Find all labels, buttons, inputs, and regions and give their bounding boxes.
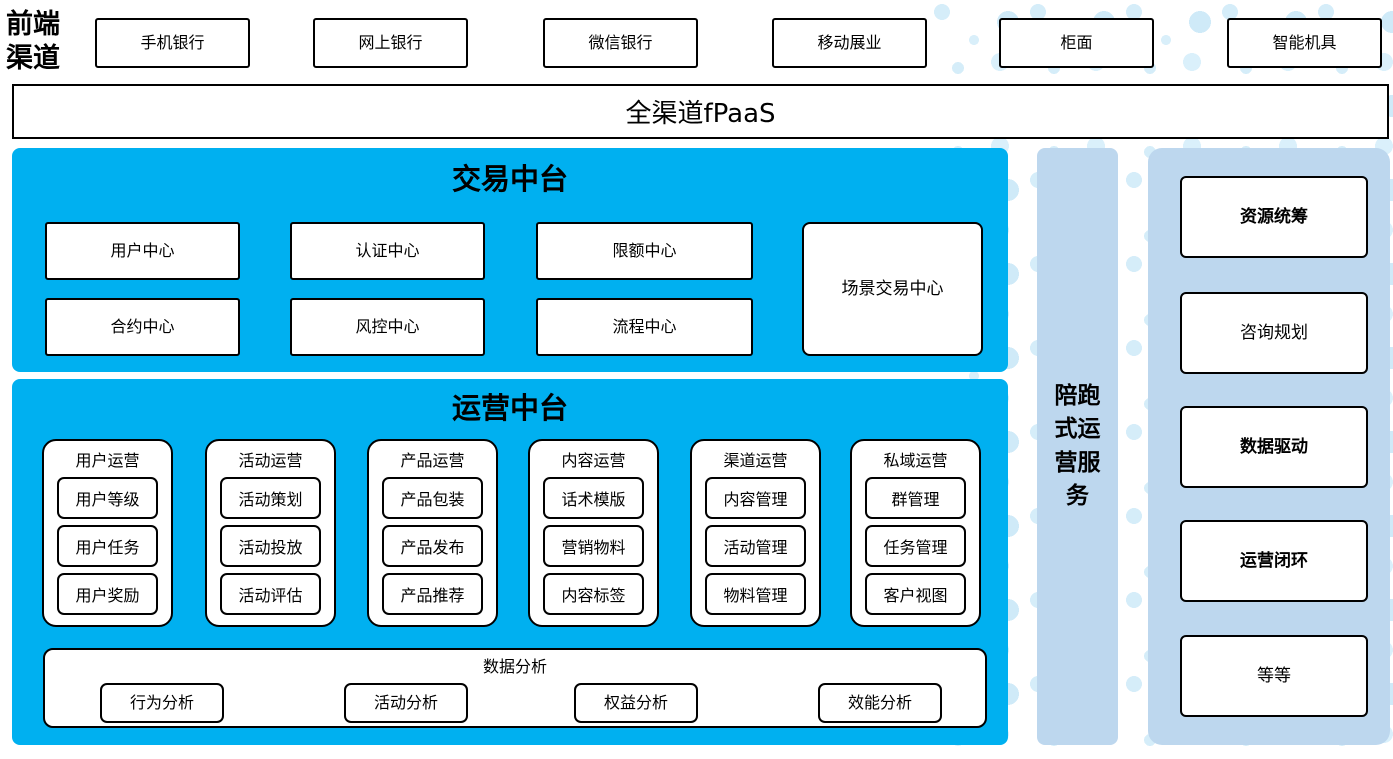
center-box-contract: 合约中心 <box>45 298 240 356</box>
column-item: 用户奖励 <box>57 573 158 615</box>
trade-platform-section: 交易中台 用户中心 认证中心 限额中心 合约中心 风控中心 流程中心 场景交易中… <box>12 148 1008 372</box>
column-item: 活动策划 <box>220 477 321 519</box>
column-header: 内容运营 <box>561 451 626 470</box>
operation-column-user: 用户运营 用户等级 用户任务 用户奖励 <box>42 439 173 627</box>
center-box-process: 流程中心 <box>536 298 753 356</box>
column-item: 活动管理 <box>705 525 806 567</box>
column-item: 话术模版 <box>543 477 644 519</box>
column-header: 活动运营 <box>238 451 303 470</box>
column-header: 私域运营 <box>883 451 948 470</box>
channel-box-online-banking: 网上银行 <box>313 18 468 68</box>
column-item: 物料管理 <box>705 573 806 615</box>
analysis-box-efficiency: 效能分析 <box>818 683 942 723</box>
center-box-user: 用户中心 <box>45 222 240 280</box>
column-item: 内容管理 <box>705 477 806 519</box>
analysis-box-rights: 权益分析 <box>574 683 698 723</box>
column-item: 群管理 <box>865 477 966 519</box>
channel-box-counter: 柜面 <box>999 18 1154 68</box>
analysis-box-activity: 活动分析 <box>344 683 468 723</box>
column-item: 营销物料 <box>543 525 644 567</box>
column-item: 用户任务 <box>57 525 158 567</box>
data-analysis-title: 数据分析 <box>482 657 547 676</box>
column-item: 客户视图 <box>865 573 966 615</box>
data-analysis-panel: 数据分析 行为分析 活动分析 权益分析 效能分析 <box>43 648 987 728</box>
operation-column-private-domain: 私域运营 群管理 任务管理 客户视图 <box>850 439 981 627</box>
column-item: 任务管理 <box>865 525 966 567</box>
column-header: 产品运营 <box>400 451 465 470</box>
column-item: 内容标签 <box>543 573 644 615</box>
channel-box-mobile-business: 移动展业 <box>772 18 927 68</box>
service-box-etc: 等等 <box>1180 635 1368 717</box>
column-item: 用户等级 <box>57 477 158 519</box>
operation-platform-section: 运营中台 用户运营 用户等级 用户任务 用户奖励 活动运营 活动策划 活动投放 … <box>12 379 1008 745</box>
operation-column-product: 产品运营 产品包装 产品发布 产品推荐 <box>367 439 498 627</box>
channel-box-smart-machines: 智能机具 <box>1227 18 1382 68</box>
operation-platform-title: 运营中台 <box>451 391 568 425</box>
analysis-box-behavior: 行为分析 <box>100 683 224 723</box>
column-item: 产品发布 <box>382 525 483 567</box>
channel-box-wechat-banking: 微信银行 <box>543 18 698 68</box>
channel-box-mobile-banking: 手机银行 <box>95 18 250 68</box>
coaching-operation-service-bar: 陪跑式运营服务 <box>1037 148 1118 745</box>
front-channels-label: 前端渠道 <box>6 9 60 74</box>
column-item: 产品推荐 <box>382 573 483 615</box>
service-box-resource-coordination: 资源统筹 <box>1180 176 1368 258</box>
center-box-limit: 限额中心 <box>536 222 753 280</box>
column-item: 活动投放 <box>220 525 321 567</box>
service-box-data-driven: 数据驱动 <box>1180 406 1368 488</box>
column-header: 用户运营 <box>75 451 140 470</box>
operation-column-activity: 活动运营 活动策划 活动投放 活动评估 <box>205 439 336 627</box>
column-item: 活动评估 <box>220 573 321 615</box>
service-box-consulting-planning: 咨询规划 <box>1180 292 1368 374</box>
column-item: 产品包装 <box>382 477 483 519</box>
center-box-risk: 风控中心 <box>290 298 485 356</box>
trade-platform-title: 交易中台 <box>451 162 568 196</box>
service-box-operation-loop: 运营闭环 <box>1180 520 1368 602</box>
service-items-panel: 资源统筹 咨询规划 数据驱动 运营闭环 等等 <box>1148 148 1390 745</box>
coaching-operation-service-label: 陪跑式运营服务 <box>1054 382 1101 509</box>
scenario-trade-center-box: 场景交易中心 <box>802 222 983 356</box>
center-box-auth: 认证中心 <box>290 222 485 280</box>
omni-channel-fpaas-bar: 全渠道fPaaS <box>12 84 1389 139</box>
operation-column-content: 内容运营 话术模版 营销物料 内容标签 <box>528 439 659 627</box>
column-header: 渠道运营 <box>723 451 788 470</box>
operation-column-channel: 渠道运营 内容管理 活动管理 物料管理 <box>690 439 821 627</box>
